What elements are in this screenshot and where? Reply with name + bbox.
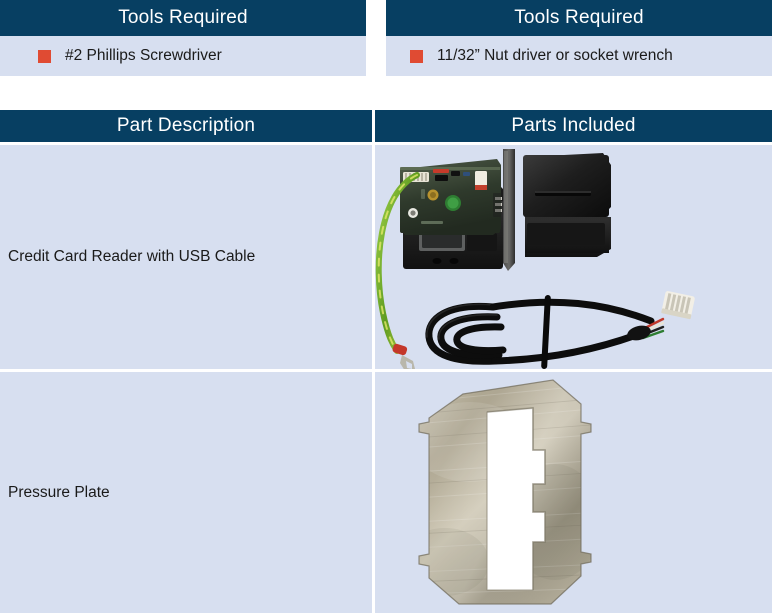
part-description-text: Pressure Plate bbox=[8, 483, 110, 501]
tool-label: 11/32” Nut driver or socket wrench bbox=[437, 47, 673, 64]
row-column-divider bbox=[372, 145, 375, 369]
tools-required-header-left: Tools Required bbox=[0, 0, 366, 36]
red-square-bullet-icon bbox=[410, 49, 423, 63]
parts-included-header: Parts Included bbox=[375, 110, 772, 142]
tools-required-item-right: 11/32” Nut driver or socket wrench bbox=[386, 36, 772, 76]
tools-required-header-right: Tools Required bbox=[386, 0, 772, 36]
part-description-header: Part Description bbox=[0, 110, 372, 142]
parts-table-header-row: Part Description Parts Included bbox=[0, 110, 772, 142]
tool-label: #2 Phillips Screwdriver bbox=[65, 47, 222, 64]
table-row: Pressure Plate bbox=[0, 372, 772, 613]
parts-included-cell bbox=[375, 372, 772, 613]
credit-card-reader-with-usb-cable-photo bbox=[375, 149, 695, 369]
table-row: Credit Card Reader with USB Cable bbox=[0, 145, 772, 369]
parts-included-cell bbox=[375, 145, 772, 369]
part-description-cell: Pressure Plate bbox=[0, 372, 372, 613]
parts-table: Part Description Parts Included Credit C… bbox=[0, 110, 772, 613]
row-column-divider bbox=[372, 372, 375, 613]
part-description-cell: Credit Card Reader with USB Cable bbox=[0, 145, 372, 369]
red-square-bullet-icon bbox=[38, 49, 51, 63]
header-column-divider bbox=[372, 110, 375, 142]
part-description-text: Credit Card Reader with USB Cable bbox=[8, 248, 256, 265]
tools-required-table-left: Tools Required #2 Phillips Screwdriver bbox=[0, 0, 366, 76]
tools-required-table-right: Tools Required 11/32” Nut driver or sock… bbox=[386, 0, 772, 76]
tools-required-item-left: #2 Phillips Screwdriver bbox=[0, 36, 366, 76]
pressure-plate-photo bbox=[418, 379, 592, 605]
